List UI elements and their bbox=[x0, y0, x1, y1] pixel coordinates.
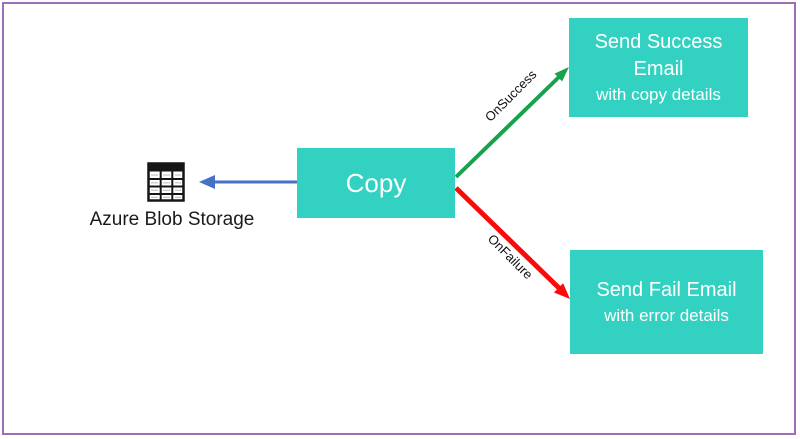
success-email-title-line1: Send Success bbox=[594, 30, 723, 53]
azure-blob-storage-table-icon bbox=[147, 162, 185, 202]
table-cell-marks bbox=[151, 174, 181, 198]
source-label: Azure Blob Storage bbox=[89, 209, 255, 230]
success-email-title-line2: Email bbox=[633, 57, 684, 80]
on-failure-arrow bbox=[454, 186, 570, 299]
copy-to-source-arrow bbox=[199, 175, 297, 189]
copy-activity-label: Copy bbox=[345, 167, 407, 198]
success-email-subtitle: with copy details bbox=[596, 84, 721, 104]
fail-email-node: Send Fail Email with error details bbox=[570, 250, 763, 354]
success-email-node: Send Success Email with copy details bbox=[569, 18, 748, 117]
copy-activity-node: Copy bbox=[297, 148, 455, 218]
fail-email-title: Send Fail Email bbox=[596, 278, 737, 301]
fail-email-subtitle: with error details bbox=[604, 305, 729, 325]
on-success-arrow bbox=[454, 67, 569, 179]
